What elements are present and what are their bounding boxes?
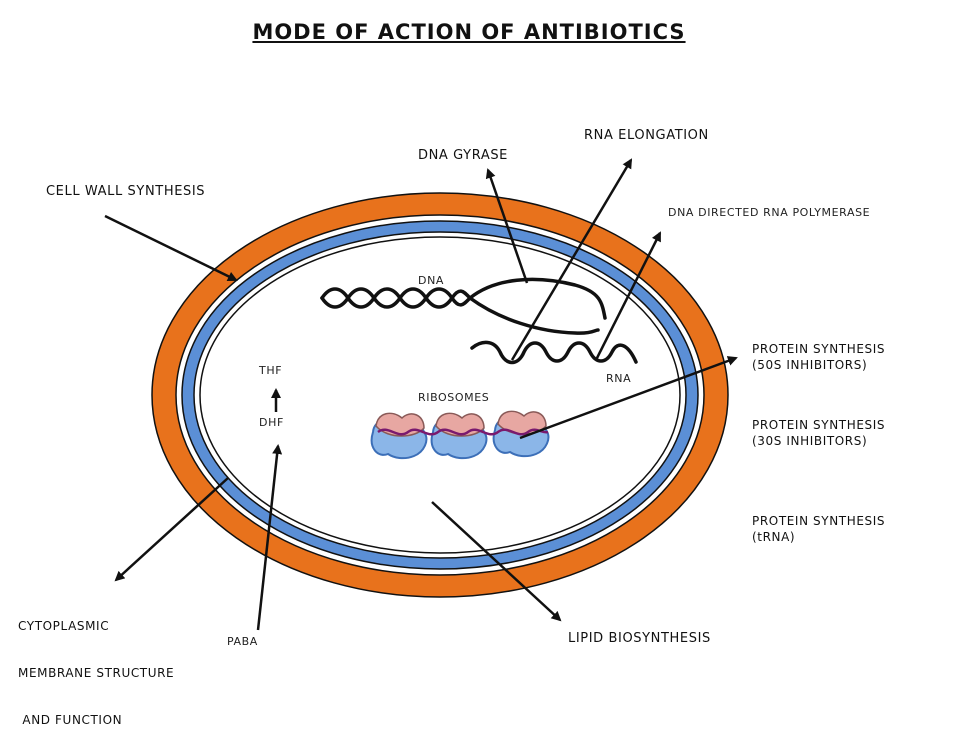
arrow-paba-dhf bbox=[256, 444, 283, 631]
ribosomes bbox=[370, 410, 550, 460]
label-protein-synthesis-30s: PROTEIN SYNTHESIS (30S INHIBITORS) bbox=[752, 418, 886, 448]
label-protein-synthesis-trna: PROTEIN SYNTHESIS (tRNA) bbox=[752, 514, 886, 544]
label-ribosomes: RIBOSOMES bbox=[418, 391, 490, 404]
label-protein-synthesis-50s: PROTEIN SYNTHESIS (50S INHIBITORS) bbox=[752, 342, 886, 372]
label-dna-directed-rna-polymerase: DNA DIRECTED RNA POLYMERASE bbox=[668, 206, 871, 219]
cytoplasm bbox=[199, 236, 681, 554]
label-cell-wall-synthesis: CELL WALL SYNTHESIS bbox=[46, 184, 206, 199]
arrow-lipid bbox=[431, 501, 562, 622]
antibiotic-action-diagram bbox=[104, 158, 738, 631]
label-dna: DNA bbox=[418, 274, 445, 287]
label-lipid-biosynthesis: LIPID BIOSYNTHESIS bbox=[568, 631, 711, 646]
label-paba: PABA bbox=[227, 635, 258, 648]
label-dna-gyrase: DNA GYRASE bbox=[418, 148, 508, 163]
arrow-cytoplasmic-membrane bbox=[114, 477, 229, 582]
page-title: MODE OF ACTION OF ANTIBIOTICS bbox=[252, 20, 686, 44]
label-thf: THF bbox=[259, 364, 283, 377]
label-rna: RNA bbox=[606, 372, 632, 385]
arrow-protein-50s bbox=[519, 356, 738, 440]
rna-strand bbox=[470, 340, 638, 365]
mrna-thread bbox=[377, 428, 549, 436]
arrow-rna-polymerase bbox=[594, 231, 662, 361]
label-dhf: DHF bbox=[259, 416, 284, 429]
label-cytoplasmic-membrane: CYTOPLASMIC MEMBRANE STRUCTURE AND FUNCT… bbox=[18, 619, 175, 727]
ribosome bbox=[430, 412, 488, 460]
ribosome bbox=[370, 412, 428, 460]
arrow-dna-gyrase bbox=[485, 168, 529, 284]
arrow-rna-elongation bbox=[510, 158, 633, 361]
dna-strand bbox=[320, 277, 607, 335]
arrow-cell-wall bbox=[104, 214, 238, 282]
label-rna-elongation: RNA ELONGATION bbox=[584, 128, 709, 143]
